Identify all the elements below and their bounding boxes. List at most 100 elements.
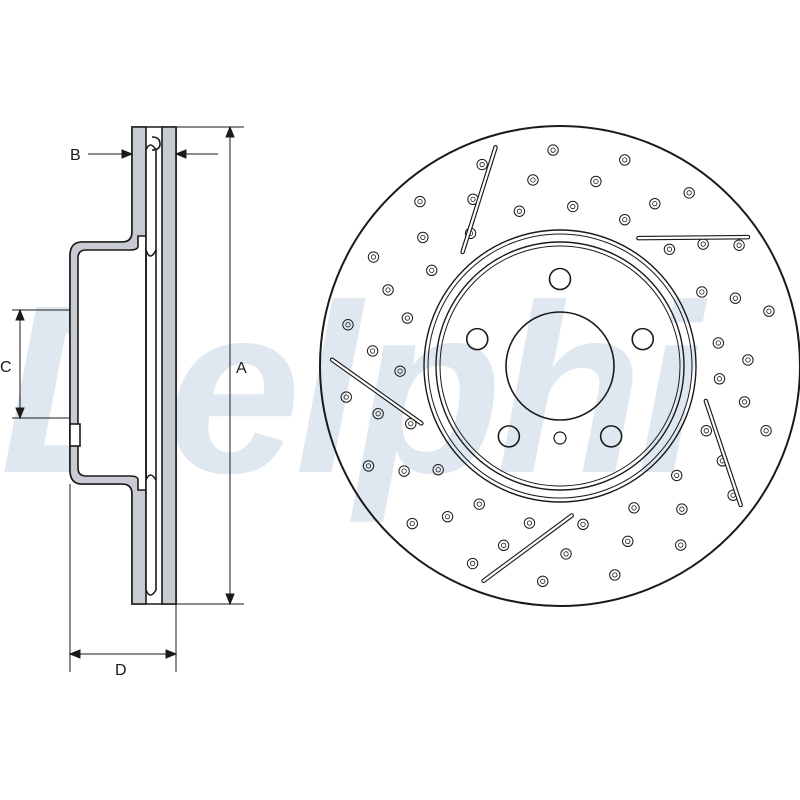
drilled-hole [609,569,621,581]
bolt-hole [548,267,572,291]
drilled-hole [619,213,631,226]
hat-outer-edge [435,241,685,491]
dim-b-arrow-right [174,149,187,159]
dim-label-d: D [115,662,127,679]
drilled-hole-chamfer [370,254,377,260]
drilled-hole [733,239,745,251]
drilled-hole-chamfer [530,177,536,183]
drilled-hole-chamfer [593,178,599,185]
center-bore [505,311,615,421]
drilled-hole [763,305,775,317]
inner-friction-plate [161,126,177,605]
drilled-hole-chamfer [476,501,482,507]
drilled-hole [738,396,751,408]
drilled-hole [473,498,485,510]
drilled-hole [401,312,414,324]
drilled-hole-chamfer [700,241,706,247]
drilled-hole-chamfer [401,468,407,474]
bolt-hole [497,425,521,448]
friction-ring-inner-edge [423,229,697,503]
drilled-hole [729,292,742,304]
drilled-hole [696,286,708,298]
drilled-hole [527,174,539,186]
drilled-hole [417,231,429,244]
drilled-hole-chamfer [408,421,414,427]
bolt-hole [599,425,623,448]
drilled-hole-chamfer [345,322,351,328]
drilled-hole [712,337,725,349]
drilled-hole [577,518,589,531]
drilled-hole [676,503,688,515]
drilled-hole-chamfer [666,246,673,252]
drilled-hole [497,539,510,552]
drilled-hole-chamfer [716,376,723,382]
pilot-notch [69,423,81,447]
dim-d-arrow-left [68,649,81,659]
drilled-hole [476,158,488,171]
drilled-hole-chamfer [397,368,403,374]
drilled-hole-chamfer [625,538,631,544]
drilled-hole [382,284,394,296]
drilled-hole-chamfer [365,463,372,469]
drilled-hole [628,502,640,514]
drilled-hole [406,517,418,530]
dim-label-a: A [236,360,247,377]
drilled-hole [713,373,726,385]
drilled-hole-chamfer [516,208,522,214]
dimension-lines [12,125,244,672]
drilled-hole-chamfer [580,521,586,527]
drilled-hole-chamfer [631,505,637,511]
hat-inner-outline [77,235,147,491]
drilled-hole [432,464,444,476]
drilled-hole [697,238,709,250]
drilled-hole [394,365,406,377]
drilled-hole [441,510,454,523]
drilled-hole [537,575,549,588]
drilled-hole-chamfer [741,399,748,405]
drilled-hole-chamfer [622,217,628,223]
hat-outer-edge-2 [439,245,681,487]
drilled-hole-chamfer [745,357,751,363]
drilled-hole-chamfer [420,234,426,241]
drilled-hole [675,539,687,551]
dim-a-arrow-top [225,125,235,138]
drilled-hole-chamfer [435,467,441,473]
drilled-hole-chamfer [370,348,376,354]
drilled-hole-chamfer [563,551,569,557]
dim-c-arrow-bottom [15,407,25,420]
drilled-hole [466,557,479,570]
dim-d-arrow-right [165,649,178,659]
drilled-hole [560,548,572,560]
dim-label-b: B [70,147,81,164]
vent-curve-top [151,136,161,151]
slot-inner [482,514,573,582]
slot-inner [637,236,750,240]
disc-side-view [69,126,177,605]
drilled-hole [366,345,379,357]
drilled-hole-chamfer [417,198,423,205]
drilled-hole-chamfer [409,520,415,527]
friction-ring-inner-edge-2 [427,233,693,499]
drilled-hole [671,469,683,482]
drilled-hole-chamfer [526,520,533,526]
drilled-hole [567,200,579,213]
drilled-hole [742,354,754,366]
drilled-hole [342,319,354,331]
drilled-hole-chamfer [540,578,546,584]
dim-a-arrow-bottom [225,593,235,606]
drilled-hole-chamfer [679,506,685,512]
locating-pin-hole [553,431,567,445]
drilled-hole-chamfer [570,203,576,210]
drilled-hole [513,205,526,217]
drilled-hole-chamfer [343,394,349,400]
drilled-hole [547,144,559,156]
drilled-hole-chamfer [501,542,507,548]
drilled-hole [367,251,380,263]
drilled-hole-chamfer [469,560,476,567]
drilled-hole-chamfer [674,472,680,479]
drilled-hole-chamfer [444,514,451,520]
drilled-hole-chamfer [652,201,658,207]
drilled-hole-chamfer [732,295,738,301]
